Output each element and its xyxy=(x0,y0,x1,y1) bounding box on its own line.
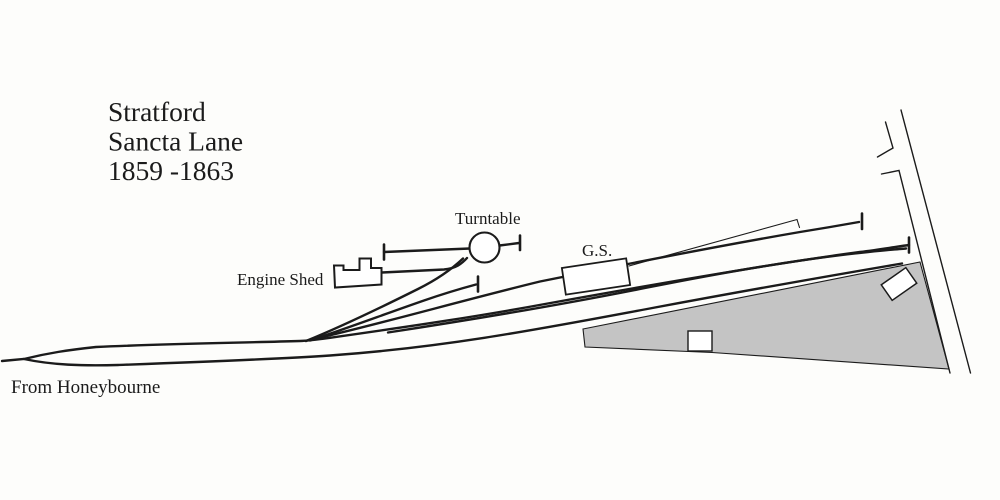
diagram-labels: Stratford Sancta Lane 1859 -1863 Turntab… xyxy=(11,96,612,398)
track-turntable-right xyxy=(498,241,521,247)
track-turntable-spur xyxy=(304,257,465,343)
title-line-2: Sancta Lane xyxy=(108,126,243,157)
goods-shed-building xyxy=(560,257,632,296)
platform-area xyxy=(582,261,950,370)
dock-edge-line xyxy=(628,218,801,267)
platform-hut-building xyxy=(687,330,713,352)
road-edge-left-upper xyxy=(876,121,894,158)
track-loop-middle xyxy=(386,247,908,334)
title-line-3: 1859 -1863 xyxy=(108,155,234,186)
from-honeybourne-label: From Honeybourne xyxy=(11,377,160,398)
road xyxy=(876,109,972,374)
dock-edge xyxy=(628,218,801,267)
title-line-1: Stratford xyxy=(108,96,206,127)
tracks xyxy=(0,220,911,367)
road-edge-right xyxy=(900,109,972,374)
track-turntable-left xyxy=(382,247,472,254)
turntable-label: Turntable xyxy=(455,209,521,228)
track-loop-lower xyxy=(22,262,904,367)
goods-shed-label: G.S. xyxy=(582,241,612,260)
platform-corner-building xyxy=(880,266,918,302)
track-short-siding xyxy=(308,283,478,342)
buffer-stops xyxy=(382,212,911,293)
road-edge-left-lower xyxy=(880,169,951,374)
engine-shed-label: Engine Shed xyxy=(237,270,324,289)
track-engine-shed xyxy=(380,256,469,274)
engine-shed-building xyxy=(332,257,383,289)
turntable-circle xyxy=(468,231,501,264)
